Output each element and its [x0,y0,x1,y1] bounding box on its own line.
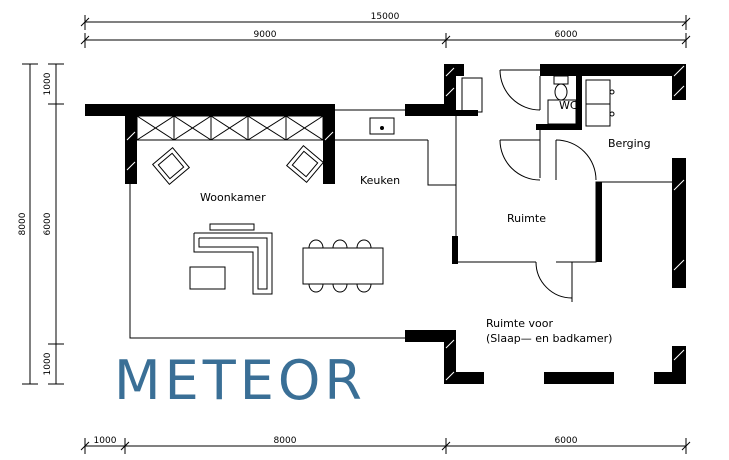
wall-hatches [126,65,685,381]
dining-table [302,239,384,293]
armchair-left [151,146,191,186]
dim-left-total: 8000 [18,212,28,235]
dim-bottom-right: 6000 [555,436,578,446]
room-label-berging: Berging [608,137,651,150]
dimension-top [80,15,691,48]
coffee-table [189,266,226,290]
entrance-cabinet [461,77,483,113]
dim-left-middle: 6000 [43,212,53,235]
meteor-logo: METEOR [114,349,366,412]
wc-washbasin [547,99,577,125]
dim-left-bottom: 1000 [43,352,53,375]
dim-top-left: 9000 [254,30,277,40]
toilet-icon [553,75,569,101]
room-label-ruimte: Ruimte [507,212,546,225]
dimension-bottom [80,438,691,454]
dim-left-top: 1000 [43,72,53,95]
kitchen-sink [369,117,395,135]
dim-bottom-left: 1000 [94,436,117,446]
room-label-wc: WC [559,99,578,112]
room-label-woonkamer: Woonkamer [200,191,266,204]
thick-walls [85,64,686,384]
berging-appliances [585,79,615,127]
dim-bottom-middle: 8000 [274,436,297,446]
room-label-ruimte-voor: Ruimte voor [486,317,553,330]
room-label-keuken: Keuken [360,174,400,187]
door-arcs [455,69,597,302]
dimension-left [22,63,64,385]
dim-top-total: 15000 [371,12,400,22]
dim-top-right: 6000 [555,30,578,40]
armchair-right [285,144,325,184]
window-strip [136,115,324,141]
sofa [193,223,273,295]
room-label-slaap-badkamer: (Slaap— en badkamer) [486,332,612,345]
